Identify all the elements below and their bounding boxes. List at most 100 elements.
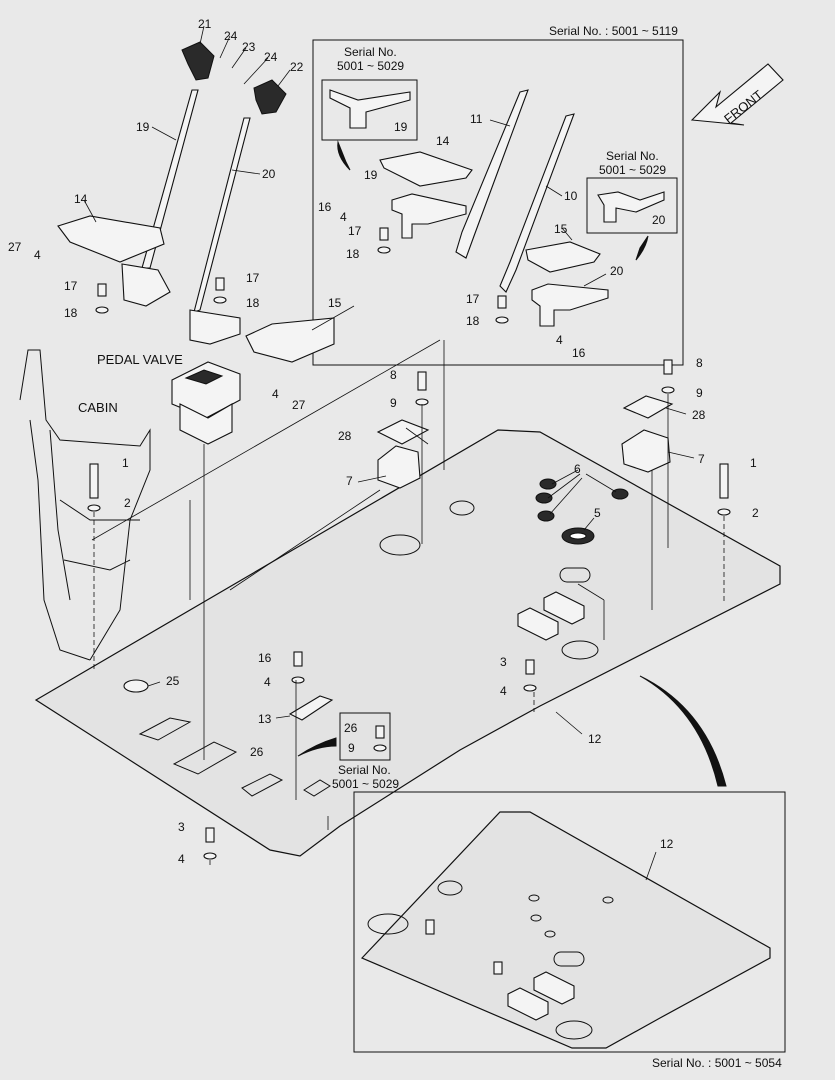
- inset-b-box: [586, 177, 678, 234]
- callout-26: 26: [344, 721, 358, 735]
- arrow-floor-detail: [639, 675, 727, 787]
- callout-4: 4: [556, 333, 563, 347]
- bolts: [89, 227, 729, 843]
- callout-20: 20: [652, 213, 666, 227]
- cabin-label: CABIN: [78, 400, 118, 415]
- callout-17: 17: [466, 292, 480, 306]
- inset-b-serial-line1: Serial No.: [606, 149, 659, 163]
- callout-5: 5: [594, 506, 601, 520]
- serial-top: Serial No. : 5001 ~ 5119: [549, 24, 678, 38]
- callout-4: 4: [178, 852, 185, 866]
- callout-18: 18: [346, 247, 360, 261]
- mount-28-right: [622, 395, 674, 419]
- bracket-left: [121, 263, 171, 307]
- callout-1: 1: [750, 456, 757, 470]
- callout-15: 15: [554, 222, 568, 236]
- callout-13: 13: [258, 712, 272, 726]
- mount-7-right: [621, 429, 671, 473]
- callout-14: 14: [436, 134, 450, 148]
- callout-8: 8: [696, 356, 703, 370]
- callout-1: 1: [122, 456, 129, 470]
- callout-2: 2: [752, 506, 759, 520]
- knob-22: [253, 79, 287, 115]
- bracket-20-right: [531, 283, 609, 327]
- serial-bottom: Serial No. : 5001 ~ 5054: [652, 1056, 782, 1070]
- callout-20: 20: [262, 167, 276, 181]
- callout-27: 27: [292, 398, 306, 412]
- callout-8: 8: [390, 368, 397, 382]
- assembly-lines: [91, 339, 725, 868]
- knob-21: [181, 41, 215, 81]
- callout-24: 24: [264, 50, 278, 64]
- callout-23: 23: [242, 40, 256, 54]
- callout-26: 26: [250, 745, 264, 759]
- bracket-19-right: [391, 193, 467, 239]
- callout-16: 16: [258, 651, 272, 665]
- inset-a-serial-line1: Serial No.: [344, 45, 397, 59]
- callout-4: 4: [272, 387, 279, 401]
- callout-15: 15: [328, 296, 342, 310]
- inset-c-serial-line2: 5001 ~ 5029: [332, 777, 399, 791]
- mount-28-left: [376, 419, 430, 445]
- callout-14: 14: [74, 192, 88, 206]
- callout-19: 19: [136, 120, 150, 134]
- pedal-valve-label: PEDAL VALVE: [97, 352, 183, 367]
- lever-10: [499, 113, 575, 293]
- lever-20-left: [193, 117, 251, 313]
- callout-4: 4: [340, 210, 347, 224]
- callout-6: 6: [574, 462, 581, 476]
- inset-b-serial-line2: 5001 ~ 5029: [599, 163, 666, 177]
- inset-a-box: [321, 79, 418, 141]
- plate-13: [288, 695, 334, 721]
- pedal-valve: [171, 361, 241, 445]
- callout-4: 4: [264, 675, 271, 689]
- callout-28: 28: [338, 429, 352, 443]
- mount-7-left: [377, 445, 421, 489]
- callout-25: 25: [166, 674, 180, 688]
- callouts: 21 24 23 24 22 19 20 14 27 4 17 18 17 18…: [8, 17, 759, 866]
- callout-22: 22: [290, 60, 304, 74]
- detail-blocks: [425, 919, 575, 1021]
- callout-3: 3: [500, 655, 507, 669]
- callout-10: 10: [564, 189, 578, 203]
- pedal-15-left: [245, 317, 335, 363]
- bracket-left-2: [189, 309, 241, 345]
- callout-24: 24: [224, 29, 238, 43]
- callout-28: 28: [692, 408, 706, 422]
- pedal-14-left: [57, 215, 165, 263]
- lever-11: [455, 89, 529, 259]
- callout-9: 9: [390, 396, 397, 410]
- lever-19-left: [141, 89, 199, 269]
- detail-holes: [367, 880, 614, 1040]
- callout-2: 2: [124, 496, 131, 510]
- floor-blocks: [517, 591, 585, 641]
- callout-12: 12: [660, 837, 674, 851]
- cap-25: [123, 679, 149, 693]
- callout-16: 16: [318, 200, 332, 214]
- callout-18: 18: [466, 314, 480, 328]
- callout-3: 3: [178, 820, 185, 834]
- inset-b-bracket: [597, 191, 665, 223]
- callout-21: 21: [198, 17, 212, 31]
- plate-holes: [138, 500, 599, 797]
- callout-9: 9: [348, 741, 355, 755]
- floor-detail-box: [353, 791, 786, 1053]
- callout-27: 27: [8, 240, 22, 254]
- arrow-inset-b: [635, 235, 649, 261]
- floor-plate-detail: [360, 811, 771, 1049]
- callout-12: 12: [588, 732, 602, 746]
- washers: [87, 246, 731, 860]
- inset-a-bracket: [329, 89, 411, 129]
- callout-18: 18: [64, 306, 78, 320]
- callout-9: 9: [696, 386, 703, 400]
- leader-lines: [83, 25, 695, 881]
- inset-c-serial-line1: Serial No.: [338, 763, 391, 777]
- pedal-15-right: [525, 241, 601, 273]
- inset-a-serial-line2: 5001 ~ 5029: [337, 59, 404, 73]
- callout-17: 17: [348, 224, 362, 238]
- callout-4: 4: [34, 248, 41, 262]
- arrow-inset-c: [297, 737, 337, 757]
- callout-19: 19: [364, 168, 378, 182]
- cushions-6: [535, 478, 629, 522]
